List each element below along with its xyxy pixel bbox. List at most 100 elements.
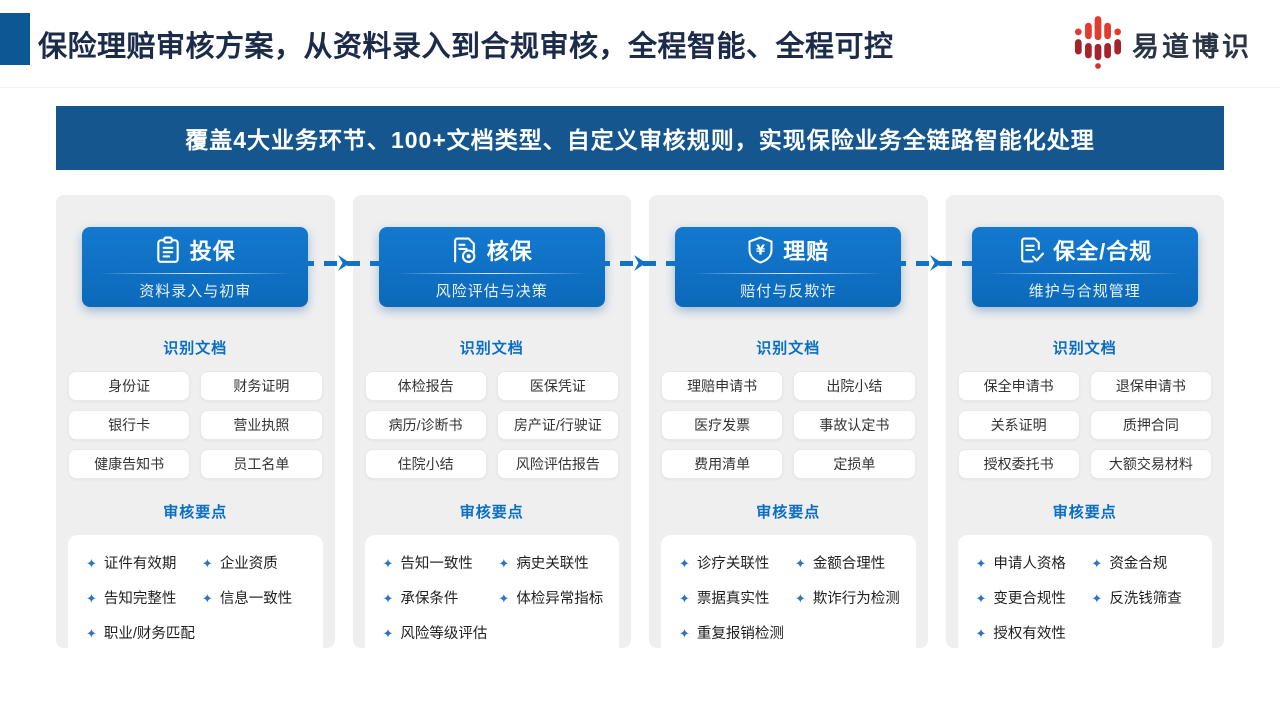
points-label: 审核要点 [1052, 504, 1117, 521]
doc-pill[interactable]: 关系证明 [957, 410, 1080, 440]
doc-pill[interactable]: 质押合同 [1089, 410, 1212, 440]
stage-card-3: ¥理赔赔付与反欺诈识别文档理赔申请书出院小结医疗发票事故认定书费用清单定损单审核… [649, 195, 928, 658]
point-item: ✦企业资质 [202, 552, 309, 573]
point-text: 病史关联性 [516, 556, 589, 572]
stage-subtitle: 维护与合规管理 [1028, 282, 1141, 300]
stage-title: 投保 [189, 238, 236, 264]
point-text: 风险等级评估 [400, 626, 488, 642]
point-item: ✦欺诈行为检测 [795, 587, 902, 608]
points-label: 审核要点 [163, 504, 228, 521]
point-item: ✦ 重复报销检测 [679, 622, 791, 643]
doc-grid: 理赔申请书出院小结医疗发票事故认定书费用清单定损单 [661, 371, 916, 479]
star-bullet-icon: ✦ [794, 556, 806, 571]
header-accent-bar [0, 13, 30, 65]
document-check-icon [1017, 236, 1045, 264]
star-bullet-icon: ✦ [86, 591, 97, 606]
doc-pill[interactable]: 保全申请书 [957, 371, 1080, 401]
doc-pill[interactable]: 住院小结 [364, 449, 487, 479]
point-item: ✦申请人资格 [976, 552, 1088, 573]
point-text: 企业资质 [219, 556, 278, 572]
doc-pill[interactable]: 医保凭证 [496, 371, 619, 401]
stage-button-3[interactable]: ¥理赔赔付与反欺诈 [675, 227, 902, 307]
points-label: 审核要点 [459, 504, 524, 521]
svg-text:¥: ¥ [756, 243, 765, 258]
doc-pill[interactable]: 大额交易材料 [1089, 449, 1212, 479]
shield-yen-icon: ¥ [747, 236, 774, 264]
stage-card-1: 投保资料录入与初审识别文档身份证财务证明银行卡营业执照健康告知书员工名单审核要点… [56, 195, 335, 658]
stage-divider [98, 272, 293, 274]
point-text: 职业/财务匹配 [103, 626, 195, 642]
points-box: ✦诊疗关联性✦金额合理性✦票据真实性✦欺诈行为检测✦重复报销检测 [661, 535, 916, 658]
points-box: ✦告知一致性✦病史关联性✦承保条件✦体检异常指标✦风险等级评估 [364, 535, 619, 658]
point-item: ✦ 风险等级评估 [383, 622, 495, 643]
star-bullet-icon: ✦ [498, 556, 510, 571]
star-bullet-icon: ✦ [86, 626, 97, 641]
stage-subtitle: 赔付与反欺诈 [740, 282, 837, 300]
star-bullet-icon: ✦ [382, 556, 394, 571]
document-seal-icon [451, 236, 478, 264]
point-text: 重复报销检测 [696, 626, 784, 642]
star-bullet-icon: ✦ [794, 591, 806, 606]
doc-pill[interactable]: 体检报告 [364, 371, 487, 401]
doc-pill[interactable]: 事故认定书 [793, 410, 916, 440]
page-title: 保险理赔审核方案，从资料录入到合规审核，全程智能、全程可控 [38, 30, 894, 63]
star-bullet-icon: ✦ [382, 591, 394, 606]
stage-divider [394, 272, 589, 274]
point-item: ✦ 反洗钱筛查 [1091, 587, 1198, 608]
point-item: ✦ 病史关联性 [498, 552, 605, 573]
doc-pill[interactable]: 身份证 [68, 371, 191, 401]
doc-pill[interactable]: 房产证/行驶证 [496, 410, 619, 440]
point-item: ✦金额合理性 [795, 552, 902, 573]
logo: 易道博识 [1074, 0, 1252, 88]
stage-button-1[interactable]: 投保资料录入与初审 [82, 227, 309, 307]
point-item: ✦体检异常指标 [498, 587, 605, 608]
doc-pill[interactable]: 员工名单 [200, 449, 323, 479]
point-item: ✦告知一致性 [383, 552, 495, 573]
doc-pill[interactable]: 医疗发票 [661, 410, 784, 440]
stage-button-2[interactable]: 核保风险评估与决策 [378, 227, 605, 307]
stage-divider [987, 272, 1182, 274]
point-item: ✦ 职业/财务匹配 [86, 622, 198, 643]
point-text: 票据真实性 [696, 591, 770, 607]
doc-pill[interactable]: 出院小结 [793, 371, 916, 401]
point-item: ✦票据真实性 [679, 587, 791, 608]
doc-grid: 体检报告医保凭证病历/诊断书房产证/行驶证住院小结风险评估报告 [364, 371, 619, 479]
docs-label: 识别文档 [1052, 340, 1117, 357]
doc-pill[interactable]: 费用清单 [661, 449, 784, 479]
doc-pill[interactable]: 风险评估报告 [496, 449, 619, 479]
doc-pill[interactable]: 理赔申请书 [661, 371, 784, 401]
doc-pill[interactable]: 退保申请书 [1089, 371, 1212, 401]
point-text: 诊疗关联性 [696, 556, 770, 572]
star-bullet-icon: ✦ [86, 556, 97, 571]
stage-button-4[interactable]: 保全/合规维护与合规管理 [971, 227, 1198, 307]
doc-pill[interactable]: 财务证明 [200, 371, 323, 401]
doc-pill[interactable]: 健康告知书 [68, 449, 191, 479]
doc-pill[interactable]: 授权委托书 [957, 449, 1080, 479]
stage-title: 保全/合规 [1053, 238, 1153, 264]
point-text: 资金合规 [1109, 556, 1168, 572]
star-bullet-icon: ✦ [382, 626, 394, 641]
point-text: 反洗钱筛查 [1109, 591, 1182, 607]
point-text: 告知完整性 [103, 591, 177, 607]
stage-subtitle: 资料录入与初审 [139, 282, 252, 300]
docs-label: 识别文档 [163, 340, 228, 357]
stage-card-4: 保全/合规维护与合规管理识别文档保全申请书退保申请书关系证明质押合同授权委托书大… [945, 195, 1224, 658]
point-text: 变更合规性 [993, 591, 1066, 607]
star-bullet-icon: ✦ [1091, 591, 1103, 606]
star-bullet-icon: ✦ [975, 556, 987, 571]
point-item: ✦授权有效性 [976, 622, 1088, 643]
point-item: ✦变更合规性 [976, 587, 1088, 608]
banner: 覆盖4大业务环节、100+文档类型、自定义审核规则，实现保险业务全链路智能化处理 [56, 106, 1224, 170]
doc-pill[interactable]: 定损单 [793, 449, 916, 479]
doc-pill[interactable]: 营业执照 [200, 410, 323, 440]
docs-label: 识别文档 [756, 340, 821, 357]
flow: 投保资料录入与初审识别文档身份证财务证明银行卡营业执照健康告知书员工名单审核要点… [56, 195, 1224, 658]
star-bullet-icon: ✦ [679, 556, 690, 571]
doc-pill[interactable]: 银行卡 [68, 410, 191, 440]
logo-text: 易道博识 [1132, 31, 1252, 62]
star-bullet-icon: ✦ [679, 626, 690, 641]
banner-text: 覆盖4大业务环节、100+文档类型、自定义审核规则，实现保险业务全链路智能化处理 [185, 127, 1095, 153]
doc-pill[interactable]: 病历/诊断书 [364, 410, 487, 440]
doc-grid: 身份证财务证明银行卡营业执照健康告知书员工名单 [68, 371, 323, 479]
stage-subtitle: 风险评估与决策 [435, 282, 548, 300]
